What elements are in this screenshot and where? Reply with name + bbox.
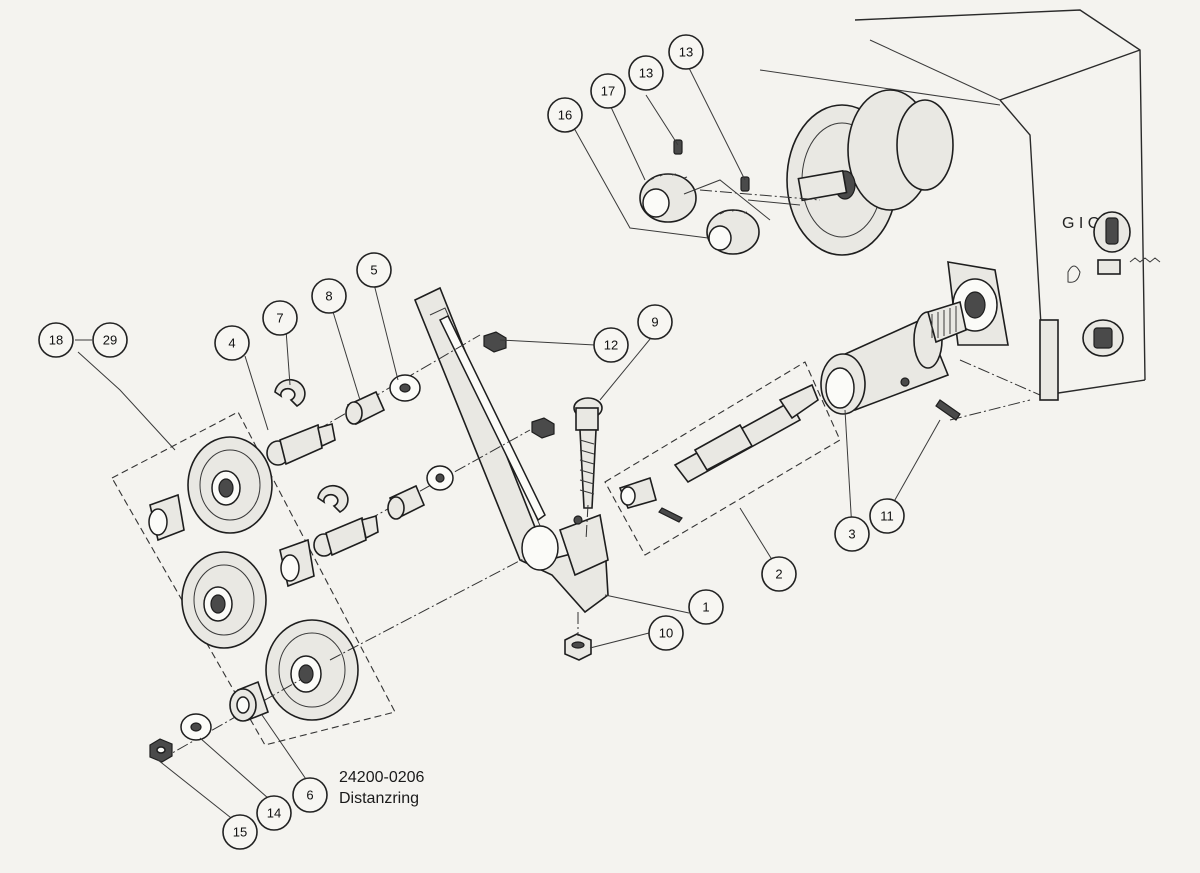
svg-text:6: 6 <box>306 788 313 803</box>
svg-text:12: 12 <box>604 338 618 353</box>
svg-text:13: 13 <box>639 66 653 81</box>
svg-text:8: 8 <box>325 289 332 304</box>
quadrant-arm <box>413 286 609 614</box>
change-gear-lower <box>265 619 359 721</box>
callout-9: 9 <box>637 304 673 340</box>
callout-7: 7 <box>262 300 298 336</box>
c-clip-7a <box>274 378 306 407</box>
arm-slot <box>438 314 546 522</box>
part-name: Distanzring <box>339 790 420 807</box>
svg-text:14: 14 <box>267 806 281 821</box>
callout-16: 16 <box>547 97 583 133</box>
change-gear-upper <box>187 436 273 534</box>
callout-2: 2 <box>761 556 797 592</box>
small-gear <box>148 493 185 542</box>
arm-bore <box>521 525 559 571</box>
cover-latch <box>1039 319 1059 401</box>
callout-6: 6 <box>292 777 328 813</box>
shaft-key <box>658 507 683 523</box>
washer-5a <box>389 374 421 402</box>
callout-10: 10 <box>648 615 684 651</box>
stud-4b <box>313 514 379 557</box>
c-clip-7b <box>317 484 349 513</box>
stud-4a <box>266 422 336 466</box>
callout-14: 14 <box>256 795 292 831</box>
svg-text:1: 1 <box>702 600 709 615</box>
callout-13a: 13 <box>628 55 664 91</box>
change-gear-box <box>111 411 396 746</box>
nut-15 <box>149 738 173 763</box>
lower-switch <box>1082 319 1124 357</box>
svg-text:17: 17 <box>601 84 615 99</box>
selector-switch <box>1093 211 1131 253</box>
callout-13b: 13 <box>668 34 704 70</box>
callout-17: 17 <box>590 73 626 109</box>
svg-text:7: 7 <box>276 311 283 326</box>
svg-text:11: 11 <box>880 509 894 524</box>
nut-12b <box>531 417 555 439</box>
gear-17 <box>639 173 697 223</box>
gear-16 <box>706 209 760 255</box>
coupling-sleeve <box>820 300 967 415</box>
callout-8: 8 <box>311 278 347 314</box>
socket-head-screw <box>573 397 603 509</box>
svg-text:10: 10 <box>659 626 673 641</box>
svg-text:16: 16 <box>558 108 572 123</box>
callout-3: 3 <box>834 516 870 552</box>
callout-4: 4 <box>214 325 250 361</box>
shaft-assembly <box>618 383 819 523</box>
grub-screw <box>935 399 961 421</box>
spindle-pulley-assembly <box>786 89 954 256</box>
svg-text:3: 3 <box>848 527 855 542</box>
svg-text:9: 9 <box>651 315 658 330</box>
svg-text:15: 15 <box>233 825 247 840</box>
wave-symbol <box>1129 257 1161 263</box>
callout-29: 29 <box>92 322 128 358</box>
spacer-8b <box>387 484 426 520</box>
spacer-8a <box>345 390 386 426</box>
svg-text:18: 18 <box>49 333 63 348</box>
nut-12a <box>483 331 507 353</box>
indicator-lamp <box>1097 259 1121 275</box>
svg-text:13: 13 <box>679 45 693 60</box>
svg-text:29: 29 <box>103 333 117 348</box>
leader-lines <box>75 61 941 826</box>
part-annotation: 24200-0206 Distanzring <box>339 767 424 809</box>
change-gear-middle <box>181 551 267 649</box>
callout-11: 11 <box>869 498 905 534</box>
svg-text:2: 2 <box>775 567 782 582</box>
svg-text:4: 4 <box>228 336 235 351</box>
set-screw-13b <box>740 176 750 192</box>
callout-12: 12 <box>593 327 629 363</box>
shaft-assembly-box <box>604 361 841 556</box>
callout-15: 15 <box>222 814 258 850</box>
pinion-gear <box>279 538 315 588</box>
set-screw-13a <box>673 139 683 155</box>
washer-5b <box>426 465 454 491</box>
svg-text:5: 5 <box>370 263 377 278</box>
washer-14 <box>180 713 212 741</box>
machine-headstock: G I O I <box>759 9 1161 421</box>
callout-18: 18 <box>38 322 74 358</box>
callout-1: 1 <box>688 589 724 625</box>
distance-ring <box>229 680 269 722</box>
part-number: 24200-0206 <box>339 769 425 786</box>
callout-5: 5 <box>356 252 392 288</box>
hand-symbol <box>1067 265 1081 283</box>
